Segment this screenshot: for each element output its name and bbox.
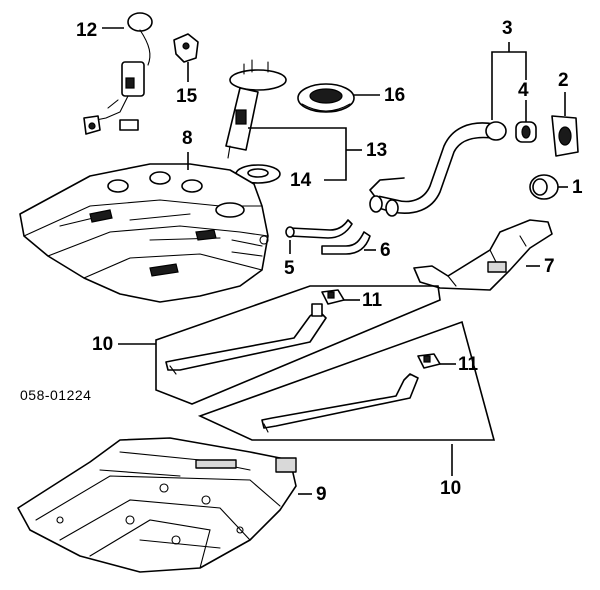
part-12-fuel-gauge-unit xyxy=(83,12,153,135)
callout-2: 2 xyxy=(558,70,569,91)
part-10-lower-strap xyxy=(261,373,419,433)
callout-1: 1 xyxy=(572,177,583,198)
part-16-pump-cover xyxy=(297,83,355,113)
part-7-neck-guard xyxy=(413,219,553,291)
callout-4: 4 xyxy=(518,80,529,101)
part-8-fuel-tank xyxy=(19,163,269,303)
part-11-lower-clip xyxy=(417,353,441,369)
part-3-filler-neck xyxy=(369,121,507,217)
strap-frames xyxy=(155,285,496,441)
callout-14: 14 xyxy=(290,170,312,191)
callout-11-upper: 11 xyxy=(362,290,383,311)
callout-labels: 12 15 8 16 13 14 3 4 2 1 5 6 7 11 10 11 … xyxy=(20,18,583,505)
callout-8: 8 xyxy=(182,128,193,149)
callout-3: 3 xyxy=(502,18,513,39)
part-9-skid-plate xyxy=(17,437,297,573)
part-11-upper-clip xyxy=(321,289,345,305)
callout-7: 7 xyxy=(544,256,555,277)
part-1-cap xyxy=(529,174,559,200)
callout-13: 13 xyxy=(366,140,387,161)
part-5-hose xyxy=(285,219,353,239)
callout-5: 5 xyxy=(284,258,295,279)
part-4-grommet xyxy=(515,121,537,143)
callout-11-lower: 11 xyxy=(458,354,479,375)
leader-lines xyxy=(102,27,568,495)
part-13-fuel-pump-assembly xyxy=(225,59,287,159)
part-2-filler-base xyxy=(551,115,579,157)
callout-9: 9 xyxy=(316,484,327,505)
part-15-bracket xyxy=(173,33,199,63)
callout-12: 12 xyxy=(76,20,97,41)
diagram-code: 058-01224 xyxy=(20,387,91,403)
callout-10-lower: 10 xyxy=(440,478,461,499)
part-10-upper-strap xyxy=(165,303,327,375)
callout-15: 15 xyxy=(176,86,198,107)
callout-16: 16 xyxy=(384,85,405,106)
callout-10-upper: 10 xyxy=(92,334,113,355)
callout-6: 6 xyxy=(380,240,391,261)
part-6-hose xyxy=(321,231,371,255)
